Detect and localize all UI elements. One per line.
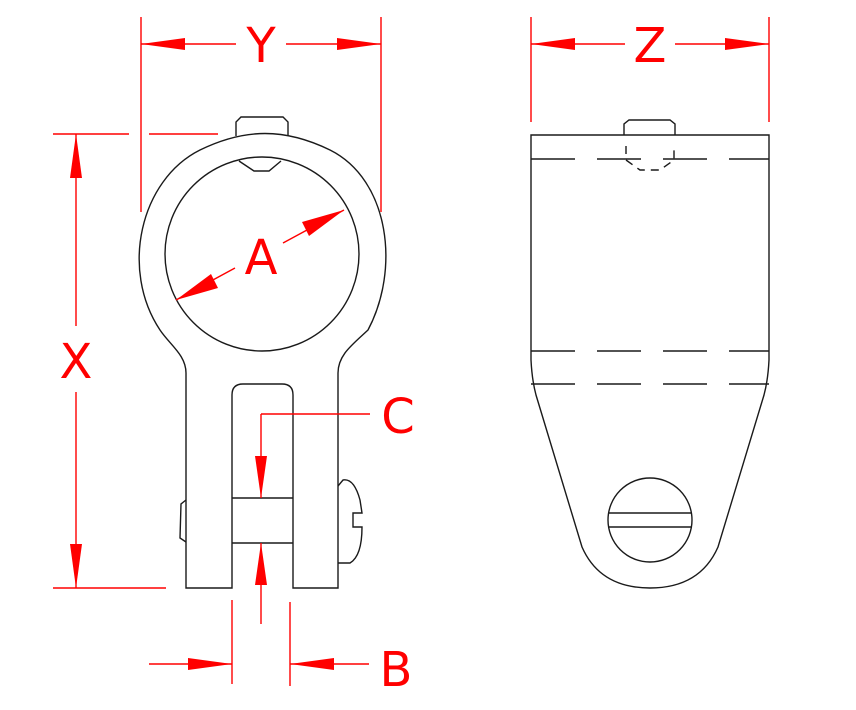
dimension-z: Z (530, 17, 770, 122)
hidden-screw-tip (625, 146, 675, 171)
label-x: X (60, 334, 93, 390)
dimension-x: X (53, 133, 218, 589)
dimension-y: Y (140, 17, 382, 212)
label-c: C (381, 389, 415, 445)
bore-circle (164, 156, 360, 352)
pin-screw-head (337, 479, 363, 564)
pin-left-end (179, 499, 187, 543)
front-view (138, 116, 387, 589)
label-b: B (380, 642, 413, 698)
fitting-outline (138, 132, 387, 589)
side-outline (530, 134, 770, 589)
set-screw-side (623, 119, 676, 135)
dimension-c: C (255, 389, 415, 624)
dimension-b: B (149, 600, 412, 698)
label-y: Y (245, 18, 276, 74)
label-z: Z (634, 18, 667, 74)
set-screw-top (235, 116, 289, 136)
screw-tip (238, 160, 282, 172)
side-view (530, 119, 770, 589)
label-a: A (245, 230, 278, 286)
side-screw-head (607, 477, 693, 563)
dimension-a: A (175, 209, 345, 301)
